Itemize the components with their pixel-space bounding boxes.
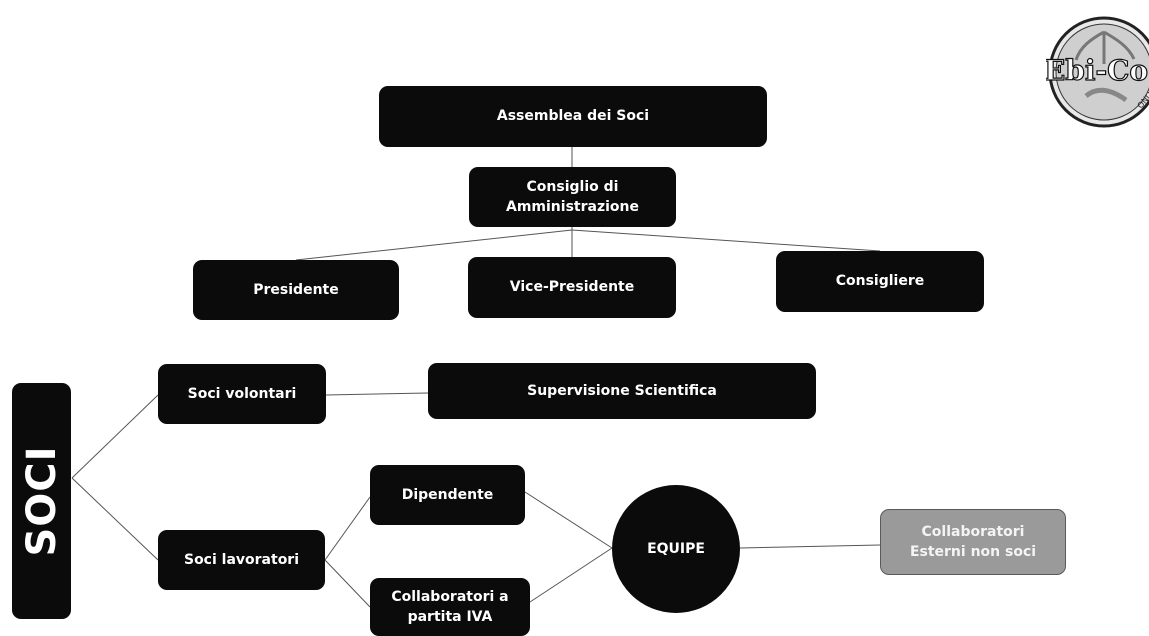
presidente-label: Presidente (253, 281, 339, 298)
consigliere-node: Consigliere (776, 251, 984, 312)
collaboratori-iva-node: Collaboratori a partita IVA (370, 578, 530, 636)
line-volontari-supervisione (325, 392, 429, 396)
line-soci-volontari (71, 394, 159, 479)
supervisione-label: Supervisione Scientifica (527, 382, 717, 399)
collaboratori-iva-label: Collaboratori a partita IVA (391, 588, 509, 625)
line-lavoratori-dipendente (324, 496, 371, 561)
consiglio-node: Consiglio di Amministrazione (469, 167, 676, 227)
soci-lavoratori-label: Soci lavoratori (183, 551, 300, 568)
soci-volontari-label: Soci volontari (187, 385, 297, 402)
supervisione-node: Supervisione Scientifica (428, 363, 816, 419)
ebico-logo: Ebi-Co ONLUS (1046, 14, 1149, 128)
collaboratori-esterni-node: Collaboratori Esterni non soci (880, 509, 1066, 575)
soci-lavoratori-node: Soci lavoratori (158, 530, 325, 590)
line-consiglio-presidente (295, 229, 573, 261)
soci-label: SOCI (18, 445, 65, 557)
line-soci-lavoratori (71, 477, 159, 561)
line-consiglio-consigliere (571, 229, 881, 252)
vice-presidente-node: Vice-Presidente (468, 257, 676, 318)
dipendente-label: Dipendente (401, 486, 494, 503)
line-iva-equipe (529, 547, 613, 603)
line-lavoratori-iva (324, 559, 371, 608)
assemblea-node: Assemblea dei Soci (379, 86, 767, 147)
consigliere-label: Consigliere (835, 273, 925, 290)
equipe-label: EQUIPE (647, 540, 705, 557)
logo-text: Ebi-Co (1046, 54, 1148, 87)
collaboratori-esterni-label: Collaboratori Esterni non soci (909, 523, 1037, 560)
dipendente-node: Dipendente (370, 465, 525, 525)
assemblea-label: Assemblea dei Soci (496, 108, 650, 125)
equipe-node: EQUIPE (612, 485, 740, 613)
consiglio-label: Consiglio di Amministrazione (506, 178, 639, 215)
soci-volontari-node: Soci volontari (158, 364, 326, 424)
presidente-node: Presidente (193, 260, 399, 320)
soci-node: SOCI (12, 383, 71, 619)
line-equipe-esterni (739, 544, 881, 549)
vice-presidente-label: Vice-Presidente (509, 279, 635, 296)
line-dipendente-equipe (524, 491, 613, 549)
